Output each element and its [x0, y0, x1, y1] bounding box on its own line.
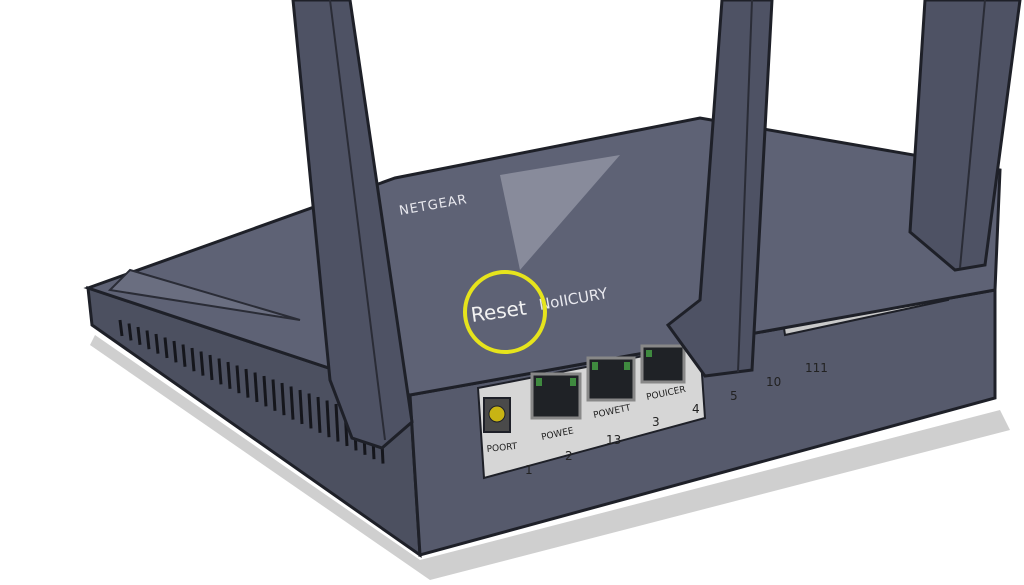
vent-slot: [217, 358, 223, 385]
vent-slot: [154, 333, 160, 354]
floor-shadow: [90, 335, 1010, 580]
vent-slot: [325, 400, 331, 438]
vent-slot: [226, 361, 232, 389]
ethernet-port[interactable]: [640, 344, 686, 384]
vent-slot: [307, 393, 313, 429]
ethernet-port[interactable]: [530, 372, 582, 420]
antenna-right: [908, 0, 1022, 272]
vent-slot: [298, 389, 304, 425]
vent-slot: [181, 344, 187, 367]
vent-slot: [235, 365, 241, 394]
port-number: 5: [730, 389, 738, 403]
vent-slot: [199, 351, 205, 376]
antenna-left: [291, 0, 414, 450]
vent-slot: [145, 330, 151, 350]
vent-slot: [136, 326, 142, 345]
vent-slot: [118, 319, 124, 337]
vent-slot: [163, 337, 169, 359]
router-top: [83, 116, 1002, 397]
vent-slot: [262, 375, 268, 407]
port-number: 13: [606, 433, 621, 447]
vent-slot: [289, 386, 295, 420]
ethernet-port[interactable]: [586, 356, 636, 402]
reset-highlight-circle: [463, 270, 547, 354]
antenna-middle: [665, 0, 774, 378]
power-button-icon: [488, 405, 506, 423]
port-number: 111: [805, 361, 828, 375]
vent-slot: [316, 396, 322, 433]
port-number: 1: [525, 463, 533, 477]
port-number: 4: [692, 402, 700, 416]
light-beam: [500, 155, 620, 270]
vent-slot: [190, 347, 196, 372]
vent-slot: [271, 379, 277, 411]
port-number: 10: [766, 375, 781, 389]
port-number: 3: [652, 415, 660, 429]
port-label: POORT: [486, 442, 518, 455]
vent-slot: [334, 403, 340, 442]
vent-slot: [208, 354, 214, 381]
vent-slot: [172, 340, 178, 363]
vent-slot: [253, 372, 259, 403]
vent-slot: [127, 323, 133, 341]
top-facet: [107, 268, 301, 321]
vent-slot: [244, 368, 250, 398]
vent-slot: [280, 382, 286, 416]
port-number: 2: [565, 449, 573, 463]
